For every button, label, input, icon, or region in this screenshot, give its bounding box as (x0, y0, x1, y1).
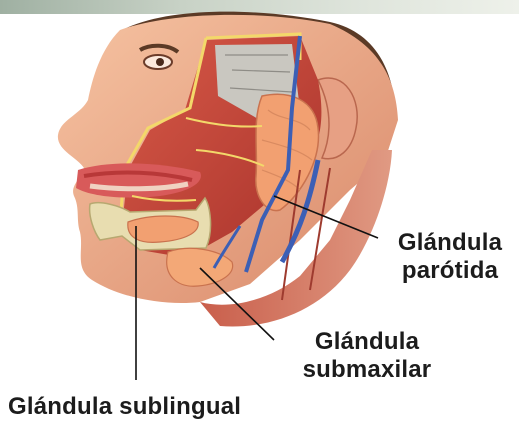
submaxillary-label: Glándula submaxilar (287, 328, 447, 384)
sublingual-label: Glándula sublingual (8, 393, 258, 421)
submaxillary-label-line2: submaxilar (287, 356, 447, 384)
sublingual-label-text: Glándula sublingual (8, 393, 258, 421)
parotid-label-line1: Glándula (382, 229, 518, 257)
submaxillary-label-line1: Glándula (287, 328, 447, 356)
parotid-label-line2: parótida (382, 257, 518, 285)
parotid-label: Glándula parótida (382, 229, 518, 285)
